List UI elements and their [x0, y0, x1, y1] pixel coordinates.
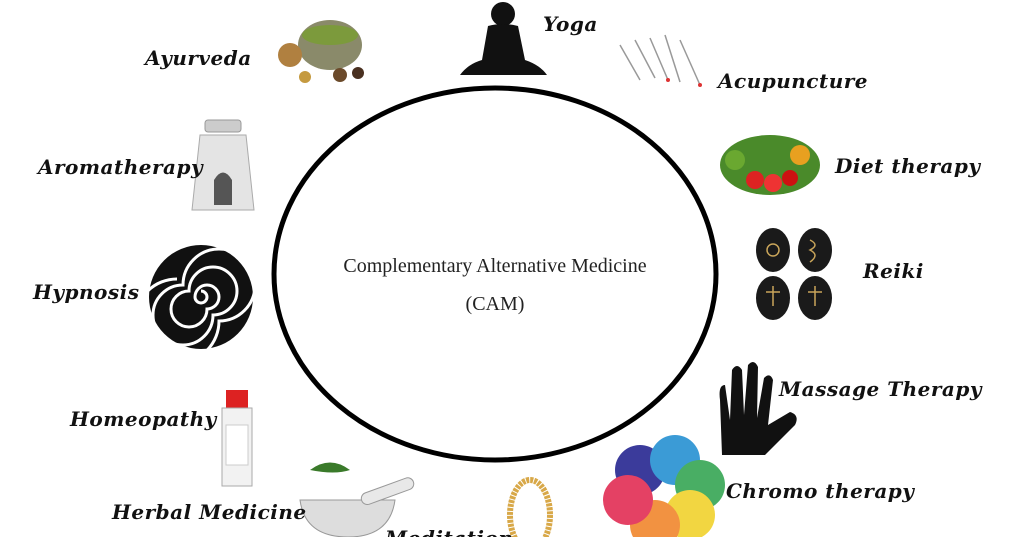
acupuncture-needles-icon — [619, 34, 702, 87]
diet-vegetables-icon — [720, 135, 820, 195]
label-herbal-medicine: Herbal Medicine — [112, 500, 307, 524]
center-ellipse — [271, 85, 719, 463]
meditation-beads-icon — [507, 477, 553, 537]
label-massage-therapy: Massage Therapy — [779, 377, 982, 401]
center-title: Complementary Alternative Medicine — [343, 255, 647, 277]
label-reiki: Reiki — [863, 259, 924, 283]
label-acupuncture: Acupuncture — [718, 69, 869, 93]
label-meditation: Meditation — [385, 526, 513, 537]
label-ayurveda: Ayurveda — [145, 46, 252, 70]
herbal-mortar-icon — [299, 462, 415, 537]
aromatherapy-burner-icon — [191, 119, 255, 211]
label-hypnosis: Hypnosis — [33, 280, 140, 304]
massage-hand-icon — [719, 361, 797, 455]
yoga-silhouette-icon — [460, 2, 547, 75]
center-abbr: (CAM) — [465, 293, 525, 315]
chromo-color-wheel-icon — [603, 435, 725, 537]
label-chromo-therapy: Chromo therapy — [726, 479, 915, 503]
reiki-stones-icon — [756, 228, 832, 320]
ayurveda-herbs-icon — [278, 20, 364, 83]
label-aromatherapy: Aromatherapy — [38, 155, 204, 179]
hypnosis-spiral-icon — [133, 245, 257, 365]
label-diet-therapy: Diet therapy — [835, 154, 981, 178]
label-homeopathy: Homeopathy — [70, 407, 217, 431]
label-yoga: Yoga — [543, 12, 598, 36]
homeopathy-bottle-icon — [221, 390, 253, 487]
